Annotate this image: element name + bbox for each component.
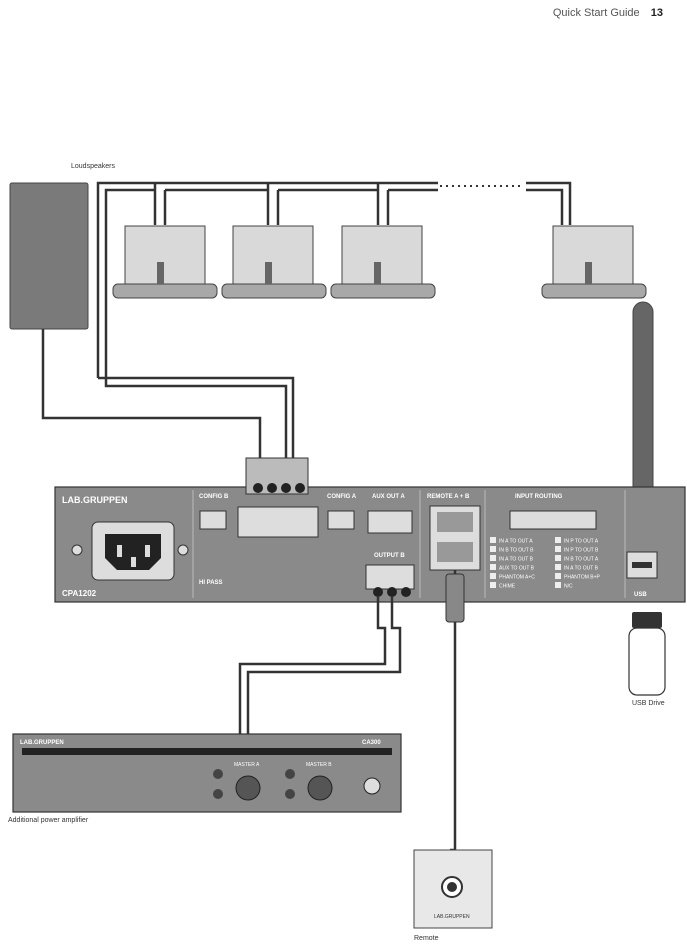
master-b-knob: [307, 775, 333, 801]
routing-item: IN P TO OUT A: [564, 539, 599, 545]
remote-ab-label: REMOTE A + B: [427, 494, 470, 500]
routing-item: IN B TO OUT B: [499, 548, 534, 554]
output-b-connector: [365, 564, 415, 590]
config-b-label: CONFIG B: [199, 494, 229, 500]
speaker-1: [112, 225, 218, 299]
amp-brand: LAB.GRUPPEN: [20, 740, 64, 746]
routing-item: CHIME: [499, 584, 516, 590]
speaker-3: [330, 225, 436, 299]
routing-index-box: [490, 564, 496, 570]
usb-drive: [628, 612, 666, 696]
speaker-cable: [98, 370, 295, 458]
speaker-2: [221, 225, 327, 299]
page-number: 13: [650, 7, 663, 19]
routing-item: IN A TO OUT A: [499, 539, 533, 545]
routing-index-box: [555, 564, 561, 570]
amp-power-button: [363, 777, 381, 795]
routing-index-box: [555, 582, 561, 588]
external-device: [9, 182, 89, 330]
remote-label: Remote: [414, 935, 439, 942]
routing-list-left: IN A TO OUT A IN B TO OUT B IN A TO OUT B A…: [490, 537, 535, 590]
aux-out-a-connector: [367, 510, 413, 534]
additional-amp-label: Additional power amplifier: [8, 817, 89, 824]
config-a-dip: [327, 510, 355, 530]
routing-index-box: [555, 537, 561, 543]
amp-model: CA300: [362, 740, 381, 746]
main-brand: LAB.GRUPPEN: [62, 495, 128, 505]
routing-item: N/C: [564, 584, 573, 590]
input-routing-dip: [509, 510, 597, 530]
output-b-label: OUTPUT B: [374, 553, 405, 559]
speaker-chain-wire: [96, 181, 572, 378]
routing-item: PHANTOM A+C: [499, 575, 535, 581]
routing-item: IN A TO OUT B: [564, 566, 599, 572]
device-cable: [41, 329, 262, 458]
routing-index-box: [555, 573, 561, 579]
config-a-label: CONFIG A: [327, 494, 357, 500]
routing-index-box: [490, 555, 496, 561]
speaker-4: [541, 225, 647, 299]
master-b-label: MASTER B: [306, 762, 332, 768]
routing-list-right: IN P TO OUT A IN P TO OUT B IN B TO OUT A I…: [555, 537, 601, 590]
routing-index-box: [555, 555, 561, 561]
routing-item: PHANTOM B+P: [564, 575, 601, 581]
main-model: CPA1202: [62, 589, 97, 598]
routing-index-box: [555, 546, 561, 552]
aux-out-a-label: AUX OUT A: [372, 494, 405, 500]
routing-index-box: [490, 582, 496, 588]
rj45-plug: [445, 573, 465, 623]
master-a-label: MASTER A: [234, 762, 260, 768]
routing-index-box: [490, 573, 496, 579]
amplifier-unit: [12, 733, 402, 813]
routing-index-box: [490, 537, 496, 543]
loudspeakers-label: Loudspeakers: [71, 163, 115, 170]
guide-title: Quick Start Guide: [552, 7, 640, 19]
routing-item: IN A TO OUT B: [499, 557, 534, 563]
usb-label: USB: [634, 592, 647, 598]
input-routing-label: INPUT ROUTING: [515, 494, 563, 500]
config-b-dip: [199, 510, 227, 530]
routing-item: AUX TO OUT B: [499, 566, 535, 572]
amp-cable: [238, 597, 402, 740]
hi-pass-label: HI PASS: [199, 580, 223, 586]
speaker-terminal: [237, 506, 319, 538]
master-a-knob: [235, 775, 261, 801]
remote-brand: LAB.GRUPPEN: [434, 914, 470, 920]
antenna: [632, 301, 654, 513]
usb-drive-label: USB Drive: [632, 700, 665, 707]
routing-item: IN P TO OUT B: [564, 548, 599, 554]
routing-index-box: [490, 546, 496, 552]
page-header: Quick Start Guide 13: [553, 7, 663, 19]
routing-item: IN B TO OUT A: [564, 557, 599, 563]
